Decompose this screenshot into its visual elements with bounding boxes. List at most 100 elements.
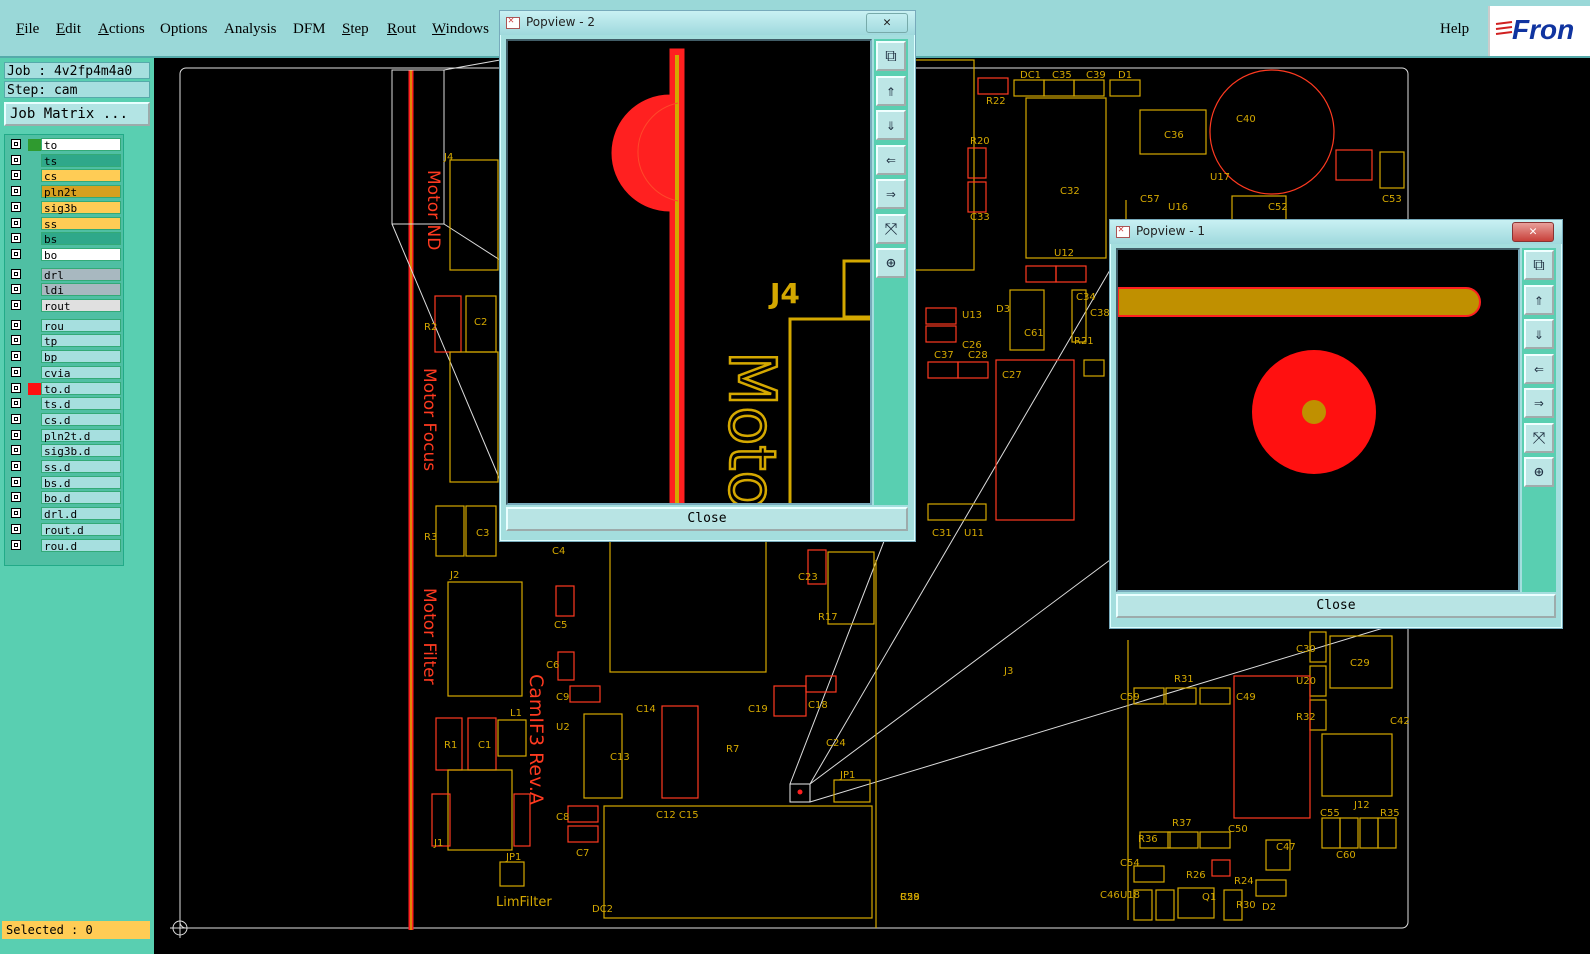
popview-2-canvas[interactable]: J4 Motor — [506, 39, 872, 505]
component-outline — [1025, 97, 1107, 259]
layer-checkbox[interactable] — [11, 233, 21, 244]
layer-row-pln2t-d[interactable]: pln2t.d — [5, 428, 123, 443]
layer-row-rout[interactable]: rout — [5, 299, 123, 313]
menu-file[interactable]: File — [16, 21, 40, 37]
layer-checkbox[interactable] — [11, 508, 21, 519]
pan-right-icon[interactable]: ⇒ — [1524, 388, 1554, 418]
layer-row-ss-d[interactable]: ss.d — [5, 460, 123, 474]
pan-down-icon[interactable]: ⇓ — [1524, 319, 1554, 349]
layer-checkbox[interactable] — [11, 139, 21, 149]
popview-1-canvas[interactable] — [1116, 248, 1520, 592]
layer-row-drl-d[interactable]: drl.d — [5, 507, 123, 521]
layer-row-drl[interactable]: drl — [5, 267, 123, 282]
ref-designator: C39 — [1086, 70, 1106, 81]
ref-designator: R7 — [726, 744, 739, 755]
layer-row-bp[interactable]: bp — [5, 350, 123, 364]
layer-checkbox[interactable] — [11, 382, 21, 393]
ref-designator: R35 — [1380, 808, 1400, 819]
component-outline — [1177, 887, 1215, 919]
layer-checkbox[interactable] — [11, 186, 21, 197]
zoom-in-icon[interactable]: ⊕ — [876, 248, 906, 278]
layer-checkbox[interactable] — [11, 476, 21, 487]
layer-checkbox[interactable] — [11, 492, 21, 503]
menu-step[interactable]: Step — [342, 21, 369, 37]
layer-checkbox[interactable] — [11, 300, 21, 310]
ref-designator: C42 — [1390, 716, 1410, 727]
popview-2-titlebar[interactable]: Popview - 2 ✕ — [500, 11, 915, 35]
pan-right-icon[interactable]: ⇒ — [876, 179, 906, 209]
component-outline — [827, 551, 875, 625]
pan-up-icon[interactable]: ⇑ — [1524, 284, 1554, 315]
close-icon[interactable]: ✕ — [1512, 222, 1554, 242]
layer-row-rout-d[interactable]: rout.d — [5, 522, 123, 537]
layer-row-ts-d[interactable]: ts.d — [5, 397, 123, 411]
pan-down-icon[interactable]: ⇓ — [876, 110, 906, 140]
menu-actions[interactable]: Actions — [98, 21, 145, 37]
layer-checkbox[interactable] — [11, 319, 21, 330]
popview-2-close-button[interactable]: Close — [506, 507, 908, 531]
layer-checkbox[interactable] — [11, 170, 21, 181]
layer-row-sig3b-d[interactable]: sig3b.d — [5, 444, 123, 458]
zoom-fit-icon[interactable]: ⧉ — [1524, 250, 1554, 280]
zoom-fit-icon[interactable]: ⧉ — [876, 41, 906, 71]
layer-checkbox[interactable] — [11, 335, 21, 346]
layer-row-to[interactable]: to — [5, 138, 123, 152]
layer-checkbox[interactable] — [11, 351, 21, 362]
layer-row-cs[interactable]: cs — [5, 169, 123, 183]
layer-row-cvia[interactable]: cvia — [5, 365, 123, 380]
layer-row-to-d[interactable]: to.d — [5, 381, 123, 396]
layer-checkbox[interactable] — [11, 461, 21, 471]
menu-windows[interactable]: Windows — [432, 21, 489, 37]
layer-checkbox[interactable] — [11, 366, 21, 377]
layer-checkbox[interactable] — [11, 413, 21, 424]
menu-analysis[interactable]: Analysis — [224, 21, 277, 37]
pan-up-icon[interactable]: ⇑ — [876, 75, 906, 106]
menu-dfm[interactable]: DFM — [293, 21, 326, 37]
ref-designator: U20 — [1296, 676, 1316, 687]
component-outline — [431, 793, 451, 847]
layer-row-cs-d[interactable]: cs.d — [5, 412, 123, 427]
component-outline — [1133, 687, 1165, 705]
menu-rout[interactable]: Rout — [387, 21, 417, 37]
layer-row-bo-d[interactable]: bo.d — [5, 491, 123, 505]
popview-1-close-button[interactable]: Close — [1116, 594, 1556, 618]
pan-left-icon[interactable]: ⇐ — [1524, 353, 1554, 384]
zoom-out-icon[interactable]: ⤧ — [876, 213, 906, 244]
layer-row-ldi[interactable]: ldi — [5, 283, 123, 297]
layer-row-tp[interactable]: tp — [5, 334, 123, 348]
zoom-in-icon[interactable]: ⊕ — [1524, 457, 1554, 487]
ref-designator: U16 — [1168, 202, 1188, 213]
layer-row-bs[interactable]: bs — [5, 232, 123, 246]
job-matrix-button[interactable]: Job Matrix ... — [4, 102, 150, 126]
component-outline — [1155, 889, 1175, 921]
menu-help[interactable]: Help — [1440, 21, 1470, 37]
layer-row-ss[interactable]: ss — [5, 216, 123, 231]
layer-checkbox[interactable] — [11, 284, 21, 295]
component-outline — [833, 779, 871, 803]
layer-row-rou-d[interactable]: rou.d — [5, 538, 123, 553]
layer-row-sig3b[interactable]: sig3b — [5, 200, 123, 215]
layer-checkbox[interactable] — [11, 268, 21, 279]
pan-left-icon[interactable]: ⇐ — [876, 144, 906, 175]
layer-checkbox[interactable] — [11, 154, 21, 165]
layer-checkbox[interactable] — [11, 398, 21, 409]
component-outline — [1139, 109, 1207, 155]
layer-checkbox[interactable] — [11, 523, 21, 534]
layer-checkbox[interactable] — [11, 539, 21, 550]
layer-checkbox[interactable] — [11, 445, 21, 456]
layer-row-pln2t[interactable]: pln2t — [5, 185, 123, 199]
layer-row-bs-d[interactable]: bs.d — [5, 475, 123, 490]
layer-row-rou[interactable]: rou — [5, 318, 123, 333]
layer-row-bo[interactable]: bo — [5, 247, 123, 262]
popview-1-titlebar[interactable]: Popview - 1 ✕ — [1110, 220, 1562, 244]
layer-checkbox[interactable] — [11, 217, 21, 228]
menu-options[interactable]: Options — [160, 21, 208, 37]
menu-edit[interactable]: Edit — [56, 21, 82, 37]
layer-checkbox[interactable] — [11, 429, 21, 440]
zoom-out-icon[interactable]: ⤧ — [1524, 422, 1554, 453]
close-icon[interactable]: ✕ — [866, 13, 908, 33]
layer-checkbox[interactable] — [11, 201, 21, 212]
layer-row-ts[interactable]: ts — [5, 153, 123, 168]
silk-label: Motor Focus — [419, 368, 439, 471]
layer-checkbox[interactable] — [11, 248, 21, 259]
